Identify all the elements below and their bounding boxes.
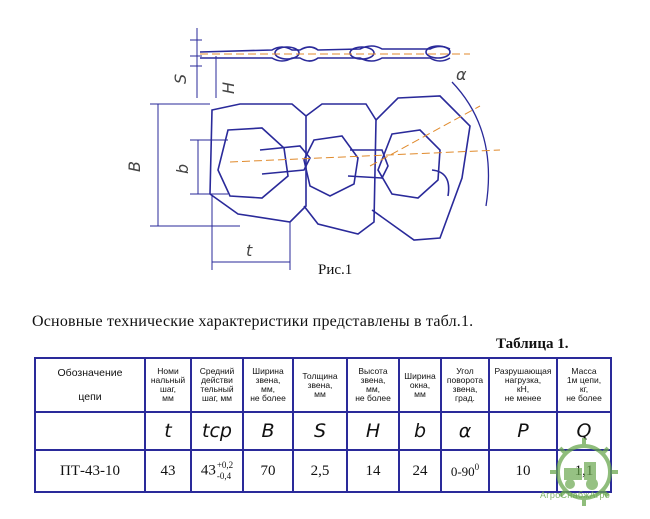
header-mass-l4: не более xyxy=(566,393,602,403)
watermark-text: АгроСнабжАгро xyxy=(540,490,611,500)
symbol-pitch: t xyxy=(144,411,192,451)
value-avg-pitch: 43+0,2-0,4 xyxy=(190,449,244,493)
header-designation: Обозначение цепи xyxy=(34,357,146,413)
header-pitch-l4: мм xyxy=(162,393,174,403)
header-thickness-l3: мм xyxy=(314,388,326,399)
header-angle-l4: град. xyxy=(455,393,475,403)
header-link-height-l1: Высота xyxy=(358,366,388,376)
symbol-link-height: H xyxy=(346,411,400,451)
header-link-height-l3: мм, xyxy=(365,384,381,394)
header-mass-l3: кг, xyxy=(579,384,589,394)
header-link-height-l4: не более xyxy=(355,393,391,403)
value-angle: 0-900 xyxy=(440,449,490,493)
header-avg-pitch-l1: Средний xyxy=(199,366,235,376)
dim-label-t: t xyxy=(246,241,253,260)
symbol-designation xyxy=(34,411,146,451)
header-avg-pitch-l2: действи xyxy=(201,375,233,385)
header-window-width-l3: мм xyxy=(414,388,426,399)
header-breaking-load-l1: Разрушающая xyxy=(494,366,552,376)
avg-pitch-tol-upper: +0,2 xyxy=(216,460,234,470)
value-angle-range: 0-90 xyxy=(450,463,475,479)
header-link-height-l2: звена, xyxy=(360,375,386,385)
value-angle-unit: 0 xyxy=(474,461,480,472)
header-designation-line2: цепи xyxy=(78,391,102,403)
value-pitch: 43 xyxy=(144,449,192,493)
header-avg-pitch-l4: шаг, мм xyxy=(201,393,233,403)
header-link-width-l1: Ширина xyxy=(252,366,284,376)
section-heading: Основные технические характеристики пред… xyxy=(32,313,474,330)
gear-logo-icon xyxy=(550,438,618,506)
dim-label-b-upper: B xyxy=(125,161,144,172)
dim-label-h: H xyxy=(219,82,238,94)
header-pitch-l3: шаг, xyxy=(160,384,176,394)
dim-label-b-lower: b xyxy=(173,164,192,174)
header-thickness-l2: звена, xyxy=(307,379,333,390)
header-mass-l1: Масса xyxy=(571,366,597,376)
symbol-avg-pitch: tcp xyxy=(190,411,244,451)
header-pitch-l2: нальный xyxy=(150,375,186,385)
header-angle-l1: Угол xyxy=(456,366,474,376)
value-thickness: 2,5 xyxy=(292,449,348,493)
header-window-width-l1: Ширина xyxy=(404,370,436,381)
dim-label-s: S xyxy=(171,74,190,84)
symbol-angle: α xyxy=(440,411,490,451)
header-angle-l3: звена, xyxy=(452,384,478,394)
symbol-thickness: S xyxy=(292,411,348,451)
header-designation-line1: Обозначение xyxy=(57,367,123,379)
avg-pitch-tol-lower: -0,4 xyxy=(216,471,232,481)
value-window-width: 24 xyxy=(398,449,442,493)
header-breaking-load-l3: кН, xyxy=(516,384,530,394)
value-breaking-load: 10 xyxy=(488,449,558,493)
header-breaking-load-l2: нагрузка, xyxy=(504,375,542,385)
header-angle-l2: поворота xyxy=(446,375,484,385)
header-link-width-l2: звена, xyxy=(255,375,281,385)
value-avg-pitch-number: 43 xyxy=(200,462,216,479)
header-mass-l2: 1м цепи, xyxy=(566,375,602,385)
value-link-width: 70 xyxy=(242,449,294,493)
header-thickness-l1: Толщина xyxy=(302,370,338,381)
chain-drawing: S H B b t α xyxy=(125,28,501,270)
value-designation: ПТ-43-10 xyxy=(34,449,146,493)
header-pitch-l1: Номи xyxy=(157,366,179,376)
symbol-breaking-load: P xyxy=(488,411,558,451)
figure-caption: Рис.1 xyxy=(318,262,353,278)
header-link-width-l3: мм, xyxy=(260,384,276,394)
table-row: ПТ-43-10 43 43+0,2-0,4 70 2,5 14 24 0-90… xyxy=(34,449,612,493)
header-window-width-l2: окна, xyxy=(409,379,431,390)
table-symbol-row: t tcp B S H b α P Q xyxy=(34,411,612,451)
header-avg-pitch-l3: тельный xyxy=(200,384,234,394)
table-label: Таблица 1. xyxy=(496,336,569,352)
header-link-width-l4: не более xyxy=(250,393,286,403)
symbol-window-width: b xyxy=(398,411,442,451)
header-breaking-load-l4: не менее xyxy=(504,393,542,403)
dim-label-alpha: α xyxy=(456,65,467,84)
value-link-height: 14 xyxy=(346,449,400,493)
symbol-mass: Q xyxy=(556,411,612,451)
symbol-link-width: B xyxy=(242,411,294,451)
